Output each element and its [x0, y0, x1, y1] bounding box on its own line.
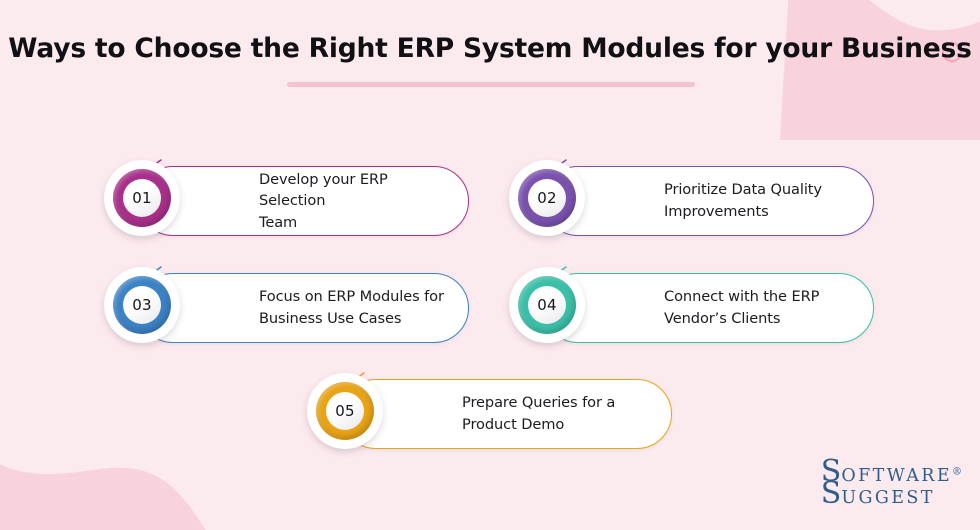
logo-line-suggest: SUGGEST: [821, 478, 962, 508]
step-card-02-line1: Prioritize Data Quality: [664, 181, 822, 199]
step-card-03-text: Focus on ERP Modules for Business Use Ca…: [259, 286, 444, 329]
logo-cap-s2: S: [820, 475, 842, 511]
step-card-05[interactable]: Prepare Queries for a Product Demo 05: [307, 372, 672, 449]
step-card-03-line1: Focus on ERP Modules for: [259, 288, 444, 306]
step-card-04-ring: 04: [518, 276, 576, 334]
step-card-04-number: 04: [528, 286, 566, 324]
step-card-02-badge: 02: [509, 160, 585, 236]
step-card-01-text: Develop your ERP Selection Team: [259, 169, 452, 234]
step-card-03-number: 03: [123, 286, 161, 324]
step-card-01-number: 01: [123, 179, 161, 217]
step-card-03[interactable]: Focus on ERP Modules for Business Use Ca…: [104, 266, 469, 343]
step-card-01-line2: Team: [259, 213, 298, 231]
step-card-05-number: 05: [326, 392, 364, 430]
step-card-01-ring: 01: [113, 169, 171, 227]
step-card-05-line2: Product Demo: [462, 416, 565, 433]
logo-rest-oftware: OFTWARE: [841, 465, 952, 486]
step-card-01[interactable]: Develop your ERP Selection Team 01: [104, 159, 469, 236]
step-card-01-pill[interactable]: Develop your ERP Selection Team: [138, 166, 469, 236]
step-card-03-pill[interactable]: Focus on ERP Modules for Business Use Ca…: [138, 273, 469, 343]
logo-line-software: SOFTWARE®: [821, 456, 962, 486]
step-card-02-ring: 02: [518, 169, 576, 227]
step-card-05-badge: 05: [307, 373, 383, 449]
step-card-05-line1: Prepare Queries for a: [462, 394, 616, 412]
decorative-blob-top-right: [780, 0, 980, 140]
step-card-04-text: Connect with the ERP Vendor’s Clients: [664, 286, 819, 329]
step-card-02-pill[interactable]: Prioritize Data Quality Improvements: [543, 166, 874, 236]
step-card-01-line1: Develop your ERP Selection: [259, 170, 388, 210]
step-card-04-line1: Connect with the ERP: [664, 288, 820, 306]
title-underline: [287, 82, 695, 87]
step-card-05-ring: 05: [316, 382, 374, 440]
registered-trademark-icon: ®: [952, 466, 962, 478]
decorative-blob-bottom-left: [0, 464, 206, 530]
step-card-04-line2: Vendor’s Clients: [664, 310, 781, 327]
step-card-02-text: Prioritize Data Quality Improvements: [664, 179, 822, 222]
step-card-01-badge: 01: [104, 160, 180, 236]
logo-cap-s1: S: [820, 453, 842, 489]
step-card-03-badge: 03: [104, 267, 180, 343]
step-card-02-line2: Improvements: [664, 203, 769, 220]
step-card-02[interactable]: Prioritize Data Quality Improvements 02: [509, 159, 874, 236]
step-card-02-number: 02: [528, 179, 566, 217]
step-card-04-badge: 04: [509, 267, 585, 343]
page-title: Ways to Choose the Right ERP System Modu…: [8, 33, 972, 64]
logo-rest-uggest: UGGEST: [841, 487, 935, 508]
step-card-05-pill[interactable]: Prepare Queries for a Product Demo: [341, 379, 672, 449]
step-card-03-line2: Business Use Cases: [259, 310, 402, 327]
step-card-03-ring: 03: [113, 276, 171, 334]
step-card-04-pill[interactable]: Connect with the ERP Vendor’s Clients: [543, 273, 874, 343]
page-title-block: Ways to Choose the Right ERP System Modu…: [0, 33, 980, 64]
softwaresuggest-logo: SOFTWARE® SUGGEST: [821, 456, 962, 508]
step-card-05-text: Prepare Queries for a Product Demo: [462, 392, 615, 435]
step-card-04[interactable]: Connect with the ERP Vendor’s Clients 04: [509, 266, 874, 343]
